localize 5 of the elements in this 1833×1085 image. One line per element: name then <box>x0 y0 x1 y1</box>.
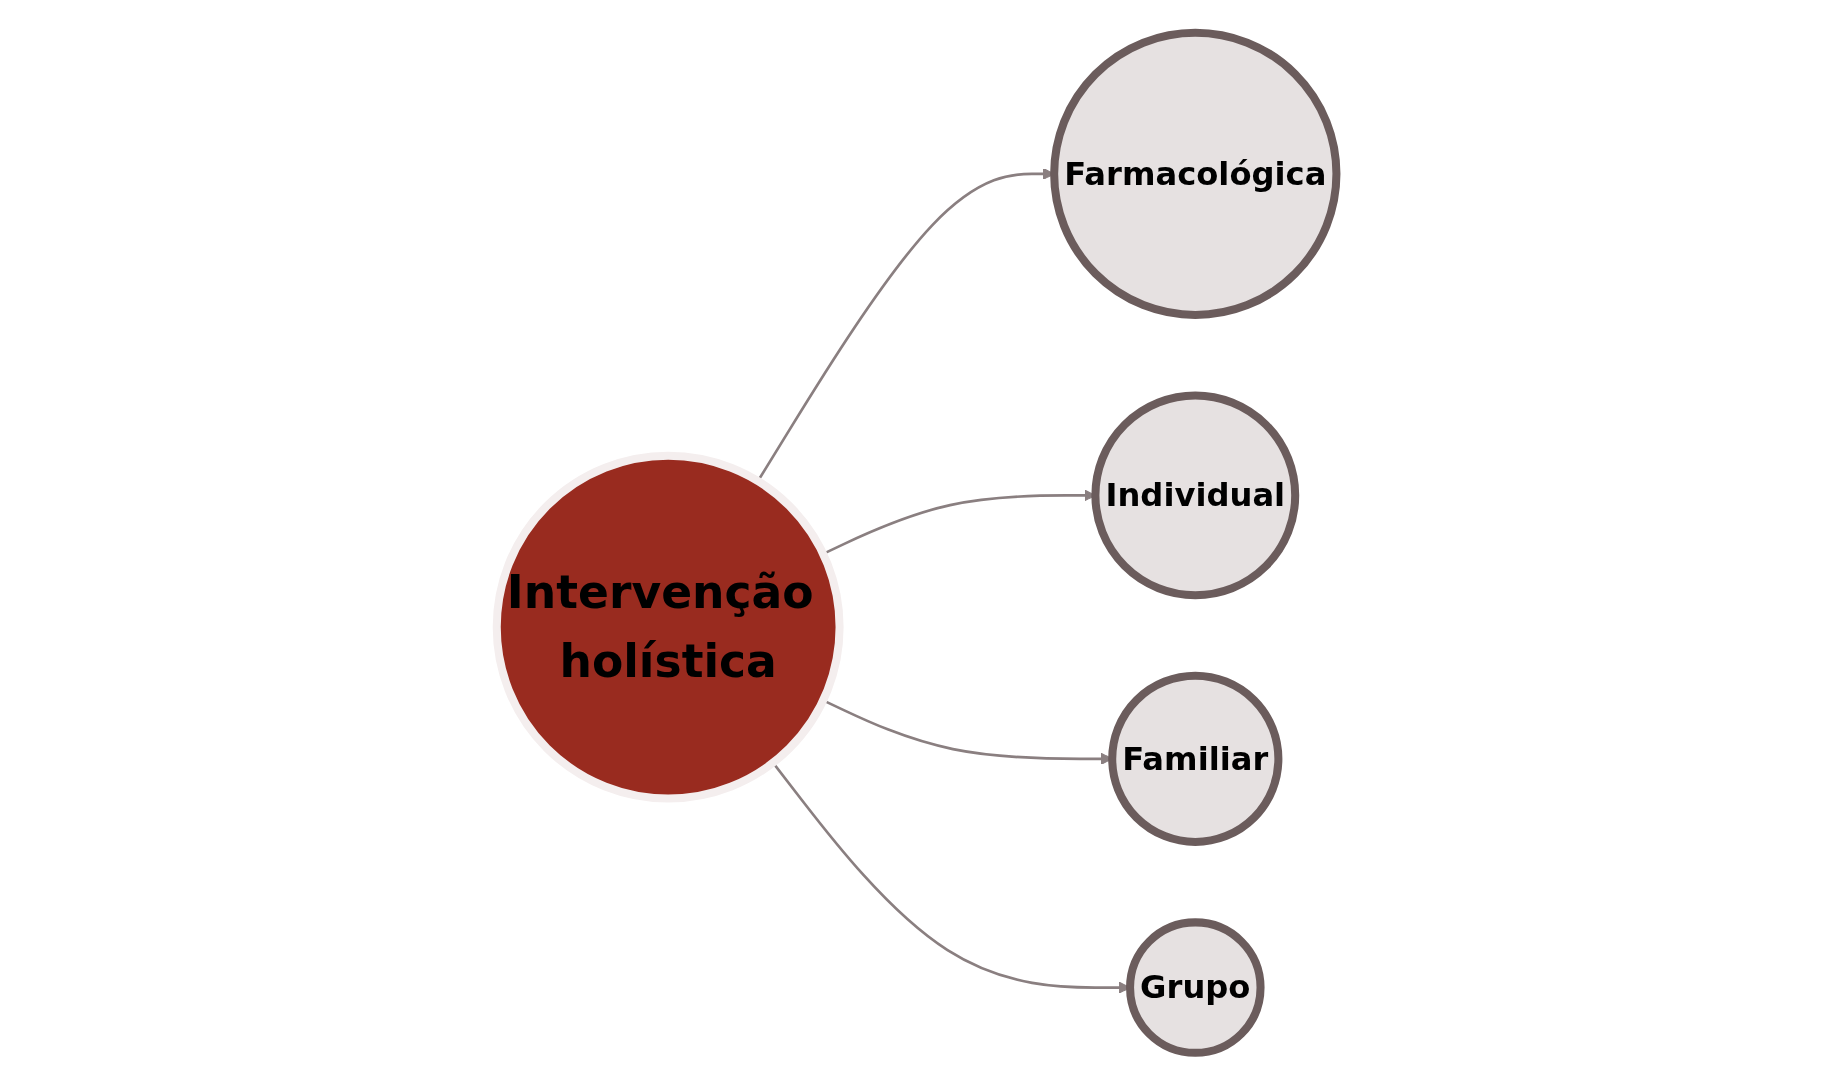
node-circle: Familiar <box>1108 671 1283 846</box>
node-circle: Farmacológica <box>1050 28 1341 319</box>
node-circle: Grupo <box>1125 918 1265 1057</box>
node-circle: Individual <box>1091 391 1300 599</box>
node-circle: Intervenção holística <box>492 451 844 803</box>
